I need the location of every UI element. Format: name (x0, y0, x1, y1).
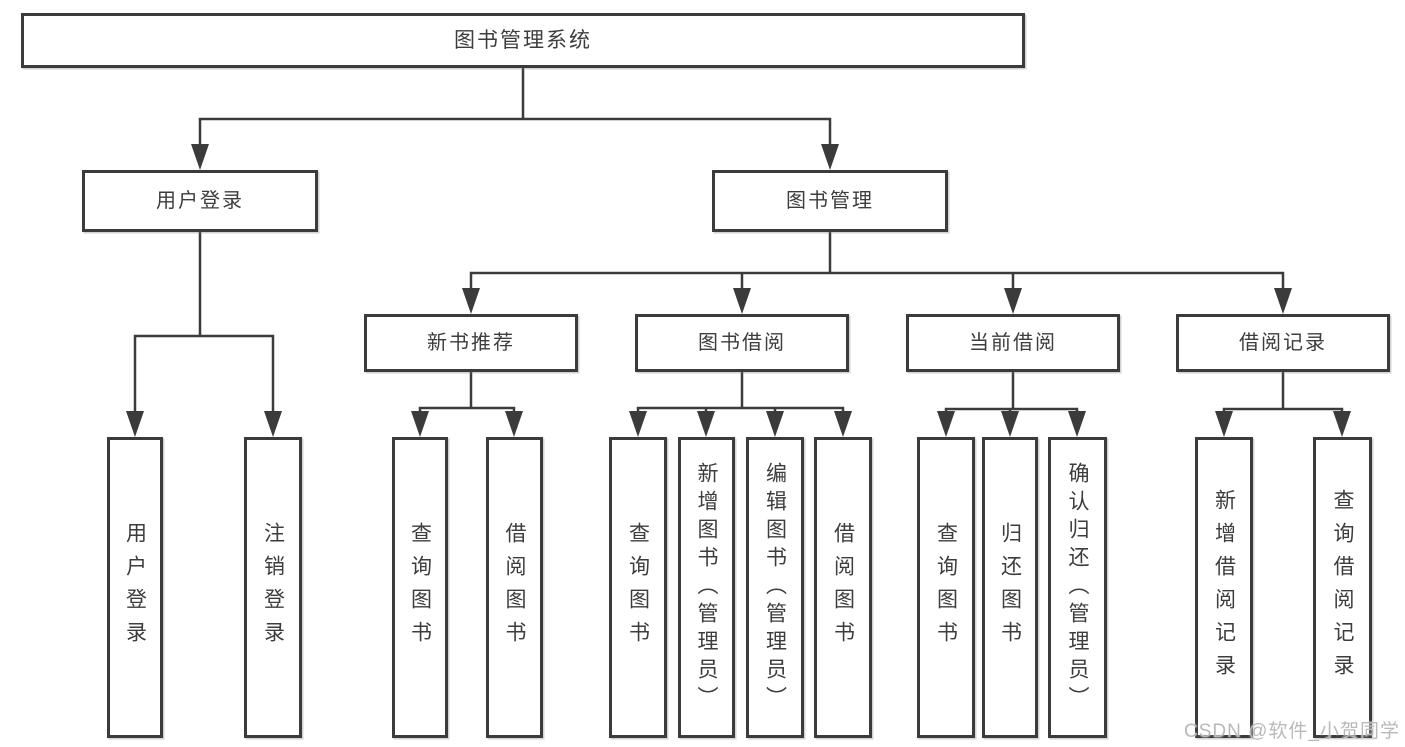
arrowhead (1068, 411, 1086, 437)
connector-root-to-level1 (198, 66, 832, 150)
node-new-book-recommend: 新书推荐 (364, 314, 578, 372)
node-leaf-query-book-2: 查询图书 (609, 437, 667, 738)
connector-book-mgmt-to-level2 (469, 230, 1285, 296)
arrowhead (1004, 288, 1022, 314)
arrowhead (462, 288, 480, 314)
node-book-management: 图书管理 (712, 170, 948, 232)
arrowhead (1333, 411, 1351, 437)
node-leaf-query-book-1: 查询图书 (392, 437, 448, 738)
arrowhead (1001, 411, 1019, 437)
node-borrow-record: 借阅记录 (1176, 314, 1390, 372)
node-leaf-add-book-admin: 新增图书（管理员） (678, 437, 735, 738)
node-leaf-add-borrow-record: 新增借阅记录 (1195, 437, 1253, 738)
arrowheads (126, 144, 1351, 437)
node-leaf-borrow-book-2: 借阅图书 (814, 437, 872, 738)
connector-user-login-to-children (133, 230, 275, 420)
arrowhead (1274, 288, 1292, 314)
arrowhead (264, 411, 282, 437)
node-user-login: 用户登录 (82, 170, 318, 232)
arrowhead (126, 411, 144, 437)
node-leaf-borrow-book-1: 借阅图书 (486, 437, 543, 738)
connector-borrow-record-to-children (1222, 370, 1344, 420)
arrowhead (191, 144, 209, 170)
node-leaf-logout: 注销登录 (244, 437, 302, 738)
arrowhead (629, 411, 647, 437)
arrowhead (1215, 411, 1233, 437)
connector-new-book-rec-to-children (418, 370, 516, 420)
arrowhead (733, 288, 751, 314)
arrowhead (821, 144, 839, 170)
connector-book-borrow-to-children (636, 370, 845, 420)
arrowhead (937, 411, 955, 437)
node-root-system: 图书管理系统 (21, 13, 1025, 68)
node-book-borrow: 图书借阅 (635, 314, 849, 372)
node-leaf-user-login: 用户登录 (107, 437, 163, 738)
arrowhead (505, 411, 523, 437)
node-leaf-return-book: 归还图书 (982, 437, 1038, 738)
node-leaf-query-book-3: 查询图书 (917, 437, 975, 738)
node-leaf-query-borrow-record: 查询借阅记录 (1313, 437, 1372, 738)
node-leaf-edit-book-admin: 编辑图书（管理员） (746, 437, 804, 738)
node-leaf-confirm-return-admin: 确认归还（管理员） (1048, 437, 1107, 738)
arrowhead (411, 411, 429, 437)
arrowhead (766, 411, 784, 437)
arrowhead (834, 411, 852, 437)
arrowhead (697, 411, 715, 437)
csdn-watermark: CSDN @软件_小贺同学 (1184, 721, 1400, 742)
node-current-borrow: 当前借阅 (906, 314, 1120, 372)
